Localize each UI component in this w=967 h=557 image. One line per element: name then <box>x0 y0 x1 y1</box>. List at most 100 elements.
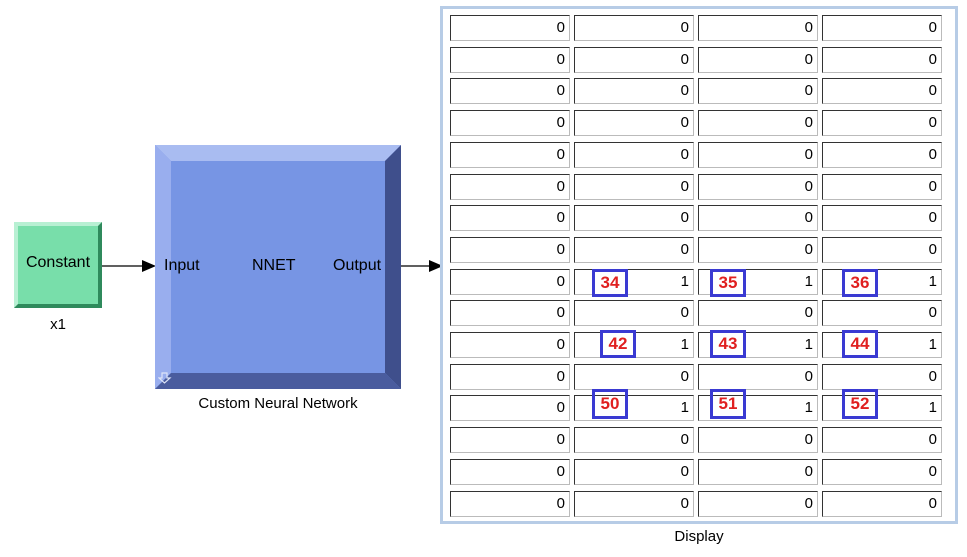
display-cell: 0 <box>822 364 942 390</box>
display-cell-value: 0 <box>928 209 937 226</box>
display-cell-value: 0 <box>680 146 689 163</box>
display-cell: 0 <box>574 237 694 263</box>
display-cell-value: 0 <box>928 241 937 258</box>
display-cell-value: 0 <box>556 495 565 512</box>
display-cell: 0 <box>574 174 694 200</box>
display-cell: 0 <box>574 427 694 453</box>
display-cell-value: 0 <box>556 431 565 448</box>
display-cell-value: 0 <box>680 51 689 68</box>
display-cell-value: 0 <box>680 114 689 131</box>
display-cell-value: 0 <box>556 146 565 163</box>
display-cell: 0 <box>698 174 818 200</box>
marker-label: 34 <box>592 269 628 297</box>
display-cell-value: 0 <box>804 368 813 385</box>
constant-caption: x1 <box>50 316 66 333</box>
display-cell-value: 0 <box>556 209 565 226</box>
display-cell-value: 0 <box>680 241 689 258</box>
display-cell: 0 <box>574 15 694 41</box>
display-cell: 0 <box>698 15 818 41</box>
marker-label: 44 <box>842 330 878 358</box>
display-cell: 0 <box>822 459 942 485</box>
display-cell-value: 0 <box>556 399 565 416</box>
display-cell-value: 0 <box>556 336 565 353</box>
display-cell-value: 0 <box>804 19 813 36</box>
drilldown-icon <box>158 372 172 384</box>
marker-label: 42 <box>600 330 636 358</box>
display-cell: 0 <box>822 78 942 104</box>
display-caption: Display <box>674 528 724 545</box>
display-cell-value: 0 <box>556 463 565 480</box>
display-cell: 0 <box>450 364 570 390</box>
display-cell: 0 <box>450 269 570 295</box>
display-cell: 0 <box>822 110 942 136</box>
marker-label: 52 <box>842 389 878 419</box>
display-cell: 0 <box>450 205 570 231</box>
display-cell: 0 <box>698 237 818 263</box>
display-cell-value: 0 <box>556 19 565 36</box>
marker-label: 43 <box>710 330 746 358</box>
display-cell: 0 <box>450 47 570 73</box>
display-cell-value: 0 <box>680 463 689 480</box>
display-cell-value: 0 <box>804 82 813 99</box>
display-cell-value: 1 <box>804 336 813 353</box>
display-cell: 0 <box>574 205 694 231</box>
display-cell-value: 0 <box>928 114 937 131</box>
nnet-input-port-label: Input <box>164 257 200 274</box>
display-cell: 1 <box>822 269 942 295</box>
display-cell: 0 <box>450 459 570 485</box>
display-cell-value: 0 <box>680 368 689 385</box>
display-cell-value: 0 <box>804 146 813 163</box>
display-cell-value: 0 <box>556 304 565 321</box>
display-cell: 0 <box>698 205 818 231</box>
display-cell-value: 0 <box>680 495 689 512</box>
display-cell-value: 0 <box>804 209 813 226</box>
display-cell-value: 0 <box>928 463 937 480</box>
display-cell: 0 <box>822 174 942 200</box>
nnet-name-label: NNET <box>252 257 296 274</box>
display-cell-value: 0 <box>556 241 565 258</box>
display-cell: 0 <box>698 427 818 453</box>
display-cell-value: 0 <box>680 209 689 226</box>
display-cell-value: 0 <box>928 178 937 195</box>
display-cell: 0 <box>450 15 570 41</box>
display-cell-value: 0 <box>680 82 689 99</box>
display-cell-value: 0 <box>556 82 565 99</box>
display-cell-value: 1 <box>928 336 937 353</box>
display-cell: 0 <box>574 47 694 73</box>
display-cell: 0 <box>450 300 570 326</box>
nnet-block[interactable] <box>155 145 401 389</box>
display-cell-value: 0 <box>928 19 937 36</box>
display-cell-value: 0 <box>804 178 813 195</box>
display-cell: 0 <box>822 15 942 41</box>
display-cell-value: 0 <box>804 304 813 321</box>
display-cell-value: 0 <box>680 19 689 36</box>
display-cell-value: 1 <box>680 336 689 353</box>
nnet-bevel <box>155 145 401 389</box>
display-cell: 0 <box>574 300 694 326</box>
display-cell-value: 1 <box>680 273 689 290</box>
display-cell: 0 <box>450 395 570 421</box>
display-cell-value: 1 <box>928 399 937 416</box>
display-cell: 0 <box>822 142 942 168</box>
constant-block[interactable]: Constant <box>14 222 102 308</box>
display-cell-value: 0 <box>680 304 689 321</box>
marker-label: 35 <box>710 269 746 297</box>
display-cell-value: 0 <box>928 82 937 99</box>
display-cell: 0 <box>574 142 694 168</box>
display-cell-value: 0 <box>928 304 937 321</box>
display-cell: 0 <box>574 459 694 485</box>
display-cell-value: 0 <box>804 241 813 258</box>
display-cell: 1 <box>822 395 942 421</box>
display-cell: 0 <box>822 491 942 517</box>
display-cell-value: 1 <box>804 273 813 290</box>
nnet-output-port-label: Output <box>333 257 382 274</box>
display-cell-value: 0 <box>556 273 565 290</box>
display-cell: 0 <box>822 300 942 326</box>
display-cell: 0 <box>822 237 942 263</box>
marker-label: 51 <box>710 389 746 419</box>
display-cell: 0 <box>698 78 818 104</box>
display-cell-value: 0 <box>928 146 937 163</box>
display-cell: 0 <box>822 427 942 453</box>
display-cell-value: 0 <box>804 51 813 68</box>
